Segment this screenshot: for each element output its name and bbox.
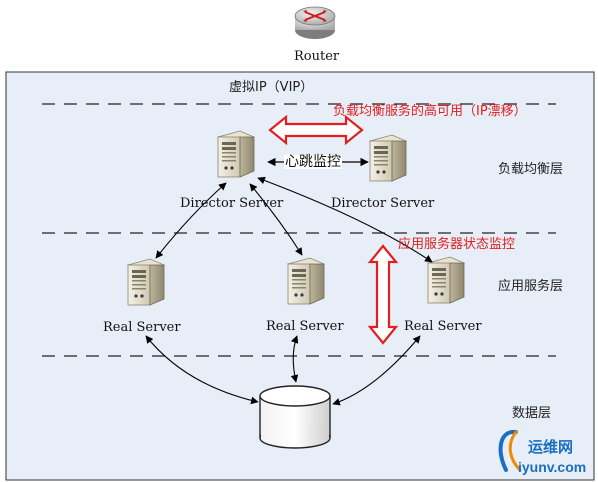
link-real2-db (290, 335, 299, 383)
app-monitor-arrow (367, 244, 399, 345)
layer-app-label: 应用服务层 (498, 279, 564, 294)
layer-load-balance-label: 负载均衡层 (498, 162, 564, 177)
router-label: Router (294, 49, 340, 64)
director-backup-label: Director Server (331, 196, 435, 211)
real-server-2-label: Real Server (266, 319, 344, 334)
monitor-label: 应用服务器状态监控 (398, 237, 516, 252)
real-server-2-icon (287, 257, 325, 305)
ha-ip-drift-arrow (268, 114, 364, 146)
watermark-cn-text: 运维网 (528, 438, 574, 456)
ha-label: 负载均衡服务的高可用（IP漂移） (333, 104, 527, 119)
link-real3-db (332, 335, 421, 406)
heartbeat-label: 心跳监控 (284, 154, 342, 170)
director-primary-server-icon (217, 130, 255, 178)
real-server-1-label: Real Server (103, 320, 181, 335)
real-server-1-icon (127, 258, 165, 306)
database-icon (259, 385, 331, 449)
vip-label: 虚拟IP（VIP） (229, 80, 314, 95)
real-server-3-label: Real Server (404, 319, 482, 334)
router-icon (294, 6, 336, 39)
director-backup-server-icon (369, 134, 407, 182)
layer-data-label: 数据层 (512, 406, 552, 421)
link-director-real3 (257, 176, 433, 263)
director-primary-label: Director Server (180, 196, 284, 211)
real-server-3-icon (427, 256, 465, 304)
link-real1-db (145, 335, 259, 405)
link-director-real1 (155, 182, 227, 259)
watermark-logo (498, 429, 522, 472)
watermark-url-text: iyunv.com (518, 459, 587, 475)
